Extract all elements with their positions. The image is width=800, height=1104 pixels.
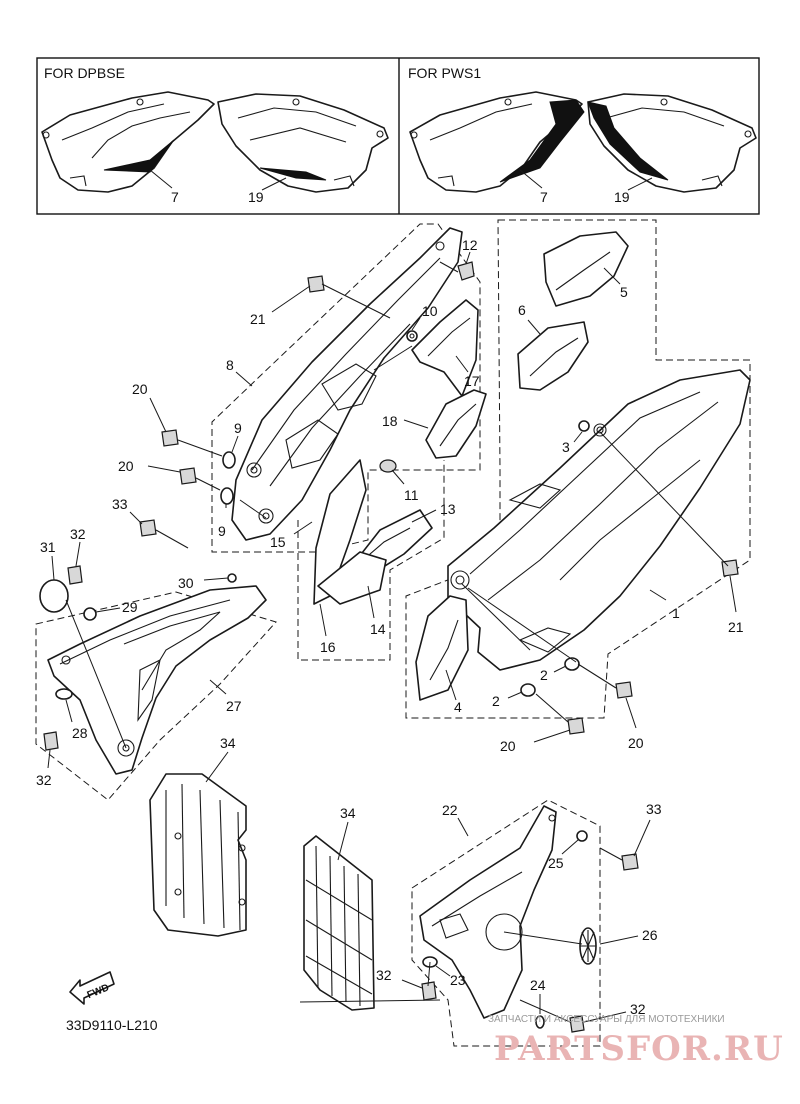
callout-20c: 20 [500, 738, 516, 754]
callout-29: 29 [122, 599, 138, 615]
callout-14: 14 [370, 621, 386, 637]
variant-left-header: FOR DPBSE [44, 65, 125, 81]
left-shroud-decals [411, 299, 487, 459]
right-shroud-decals [415, 231, 629, 701]
left-side-shroud [231, 227, 463, 541]
variant-right-header: FOR PWS1 [408, 65, 481, 81]
grommet-26 [579, 927, 597, 965]
callout-8: 8 [226, 357, 234, 373]
variant-right-callout-19: 19 [614, 189, 630, 205]
watermark: ЗАПЧАСТИ И АКСЕССУАРЫ ДЛЯ МОТОТЕХНИКИ PA… [488, 1014, 784, 1069]
callout-16: 16 [320, 639, 336, 655]
callout-21b: 21 [728, 619, 744, 635]
callout-20b: 20 [118, 458, 134, 474]
callouts: 1 2 2 3 4 5 6 8 9 9 10 11 12 13 14 15 16… [36, 237, 744, 1023]
callout-20d: 20 [628, 735, 644, 751]
callout-34a: 34 [220, 735, 236, 751]
callout-2b: 2 [492, 693, 500, 709]
callout-9b: 9 [218, 523, 226, 539]
callout-15: 15 [270, 534, 286, 550]
callout-26: 26 [642, 927, 658, 943]
callout-34b: 34 [340, 805, 356, 821]
callout-32a: 32 [70, 526, 86, 542]
variant-box: FOR DPBSE FOR PWS1 7 19 [36, 57, 760, 215]
callout-33a: 33 [112, 496, 128, 512]
callout-21a: 21 [250, 311, 266, 327]
right-side-shroud [447, 369, 751, 671]
callout-2a: 2 [540, 667, 548, 683]
callout-32b: 32 [36, 772, 52, 788]
leader-lines [65, 345, 729, 1023]
callout-28: 28 [72, 725, 88, 741]
inner-decals [313, 459, 433, 605]
watermark-tagline: ЗАПЧАСТИ И АКСЕССУАРЫ ДЛЯ МОТОТЕХНИКИ [488, 1014, 725, 1025]
callout-23: 23 [450, 972, 466, 988]
callout-12: 12 [462, 237, 478, 253]
diagram-code: 33D9110-L210 [66, 1017, 158, 1033]
variant-right-shrouds [409, 91, 757, 193]
variant-left-callout-19: 19 [248, 189, 264, 205]
callout-33b: 33 [646, 801, 662, 817]
callout-6: 6 [518, 302, 526, 318]
callout-30: 30 [178, 575, 194, 591]
callout-4: 4 [454, 699, 462, 715]
assembly-outlines [35, 219, 751, 1047]
callout-9a: 9 [234, 420, 242, 436]
variant-left-callout-7: 7 [171, 189, 179, 205]
callout-13: 13 [440, 501, 456, 517]
callout-5: 5 [620, 284, 628, 300]
callout-25: 25 [548, 855, 564, 871]
callout-32c: 32 [376, 967, 392, 983]
callout-10: 10 [422, 303, 438, 319]
fwd-arrow: FWD [69, 971, 115, 1005]
callout-24: 24 [530, 977, 546, 993]
variant-left-shrouds [41, 91, 389, 193]
callout-11: 11 [404, 487, 419, 503]
radiator-louver-left [149, 773, 247, 937]
air-scoop [47, 585, 267, 775]
fasteners [39, 261, 739, 1033]
callout-32d: 32 [630, 1001, 646, 1017]
callout-17: 17 [464, 373, 480, 389]
radiator-louver-right [303, 835, 375, 1011]
callout-20a: 20 [132, 381, 148, 397]
callout-22: 22 [442, 802, 458, 818]
variant-right-callout-7: 7 [540, 189, 548, 205]
radiator-guard [419, 805, 557, 1019]
callout-27: 27 [226, 698, 242, 714]
callout-1: 1 [672, 605, 680, 621]
callout-3: 3 [562, 439, 570, 455]
callout-18: 18 [382, 413, 398, 429]
watermark-logo: PARTSFOR.RU [494, 1029, 784, 1069]
callout-31: 31 [40, 539, 56, 555]
